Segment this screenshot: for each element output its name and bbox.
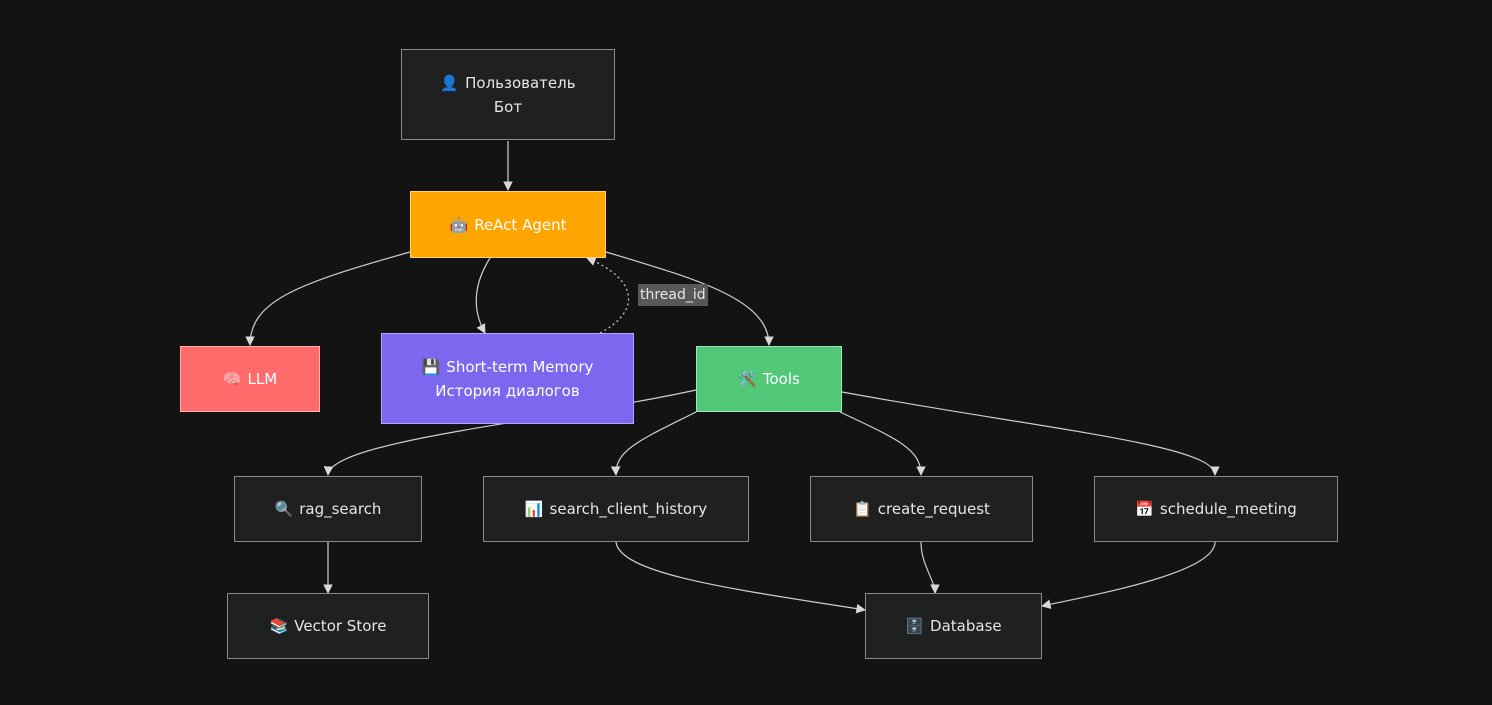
edge-tools-to-history bbox=[610, 411, 697, 476]
file-cabinet-icon: 🗄️ bbox=[905, 617, 925, 635]
node-llm-label: LLM bbox=[247, 370, 278, 388]
node-memory-line1: 💾Short-term Memory bbox=[421, 357, 594, 376]
node-tools-label: Tools bbox=[762, 370, 800, 388]
brain-icon: 🧠 bbox=[222, 370, 242, 388]
node-rag-search-label: rag_search bbox=[299, 500, 382, 518]
magnifier-icon: 🔍 bbox=[274, 500, 294, 518]
edge-agent-to-llm bbox=[245, 251, 411, 346]
node-memory-line2: История диалогов bbox=[435, 381, 580, 400]
node-user-line2: Бот bbox=[493, 97, 523, 116]
node-create-request-label: create_request bbox=[877, 500, 990, 518]
node-user-bot[interactable]: 👤Пользователь Бот bbox=[401, 49, 615, 140]
calendar-icon: 📅 bbox=[1135, 500, 1154, 518]
edge-label-thread-id: thread_id bbox=[638, 284, 708, 306]
edge-create-to-db bbox=[920, 541, 940, 594]
edge-schedule-to-db bbox=[1041, 541, 1216, 609]
edge-agent-to-memory bbox=[475, 257, 491, 334]
node-search-client-history-label: search_client_history bbox=[549, 500, 708, 518]
books-icon: 📚 bbox=[269, 617, 289, 635]
bar-chart-icon: 📊 bbox=[524, 500, 544, 518]
node-schedule-meeting[interactable]: 📅 schedule_meeting bbox=[1094, 476, 1338, 542]
edge-tools-to-create bbox=[839, 411, 926, 476]
node-create-request[interactable]: 📋 create_request bbox=[810, 476, 1033, 542]
node-react-agent-label: ReAct Agent bbox=[474, 215, 567, 234]
node-vector-store[interactable]: 📚 Vector Store bbox=[227, 593, 429, 659]
clipboard-icon: 📋 bbox=[853, 500, 872, 518]
floppy-disk-icon: 💾 bbox=[421, 357, 441, 376]
edge-memory-to-agent bbox=[586, 256, 629, 334]
edge-tools-to-schedule bbox=[841, 391, 1220, 476]
user-icon: 👤 bbox=[440, 73, 460, 92]
robot-icon: 🤖 bbox=[449, 215, 469, 234]
node-llm[interactable]: 🧠 LLM bbox=[180, 346, 320, 412]
node-rag-search[interactable]: 🔍 rag_search bbox=[234, 476, 422, 542]
node-database-label: Database bbox=[930, 617, 1002, 635]
node-search-client-history[interactable]: 📊 search_client_history bbox=[483, 476, 749, 542]
node-user-line1: 👤Пользователь bbox=[440, 73, 576, 92]
edge-agent-to-tools bbox=[605, 251, 774, 346]
tools-icon: 🛠️ bbox=[738, 370, 757, 388]
node-database[interactable]: 🗄️ Database bbox=[865, 593, 1042, 659]
edge-history-to-db bbox=[615, 541, 866, 614]
node-react-agent[interactable]: 🤖 ReAct Agent bbox=[410, 191, 606, 258]
edge-tools-to-rag bbox=[323, 389, 697, 476]
node-short-term-memory[interactable]: 💾Short-term Memory История диалогов bbox=[381, 333, 634, 424]
node-tools[interactable]: 🛠️ Tools bbox=[696, 346, 842, 412]
node-schedule-meeting-label: schedule_meeting bbox=[1159, 500, 1297, 518]
node-vector-store-label: Vector Store bbox=[294, 617, 387, 635]
